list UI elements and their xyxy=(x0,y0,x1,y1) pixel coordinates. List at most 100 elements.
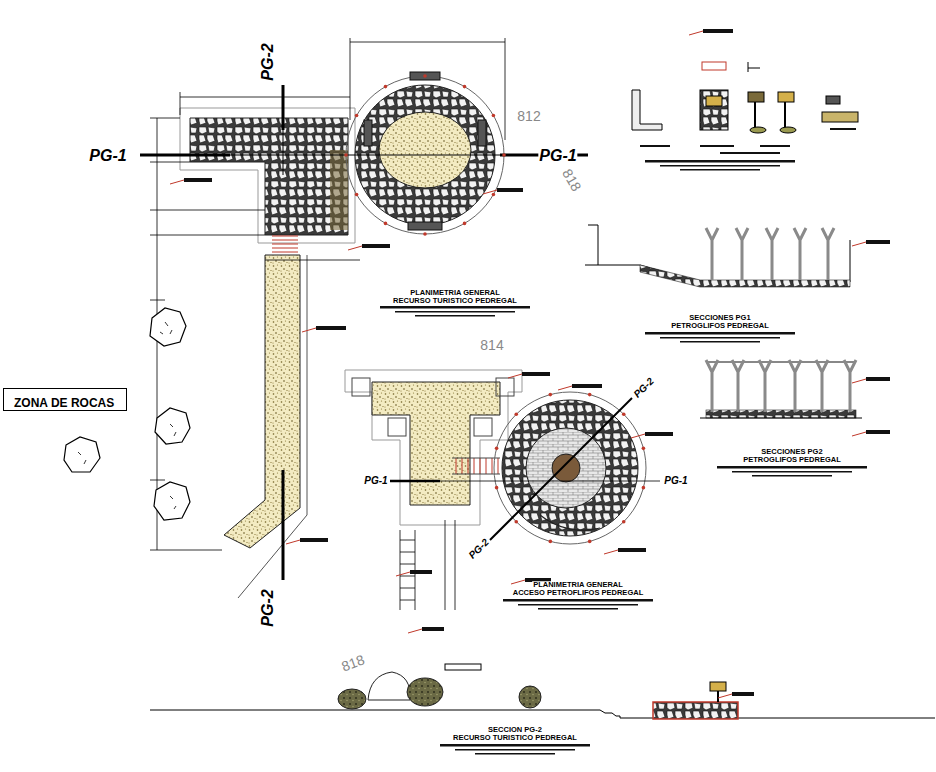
pergola-post xyxy=(706,228,718,280)
marker-dot xyxy=(642,447,646,451)
marker-dot xyxy=(588,540,592,544)
title-underline xyxy=(440,744,590,747)
pergola-post xyxy=(822,228,834,280)
note-bar xyxy=(316,326,346,330)
title-underline xyxy=(538,608,618,610)
marker-dot xyxy=(492,193,496,197)
marker-dot xyxy=(355,114,359,118)
rock-symbols xyxy=(64,308,190,520)
section-marker: PG-1 xyxy=(363,476,388,486)
title-underline xyxy=(680,341,760,343)
title-underline xyxy=(503,599,653,602)
pergola-post xyxy=(816,360,828,412)
leader-line xyxy=(689,31,703,35)
note-bar xyxy=(866,240,890,244)
note-bar xyxy=(422,627,444,631)
pergola-post xyxy=(789,360,801,412)
marker-dot xyxy=(384,85,388,89)
leader-line xyxy=(852,432,866,436)
detail-elements xyxy=(632,62,858,133)
section-marker: PG-2 xyxy=(632,376,657,401)
zone-label-box: ZONA DE ROCAS xyxy=(3,388,127,411)
marker-dot xyxy=(549,540,553,544)
elevation-number: 818 xyxy=(560,166,585,195)
pergola-posts xyxy=(706,228,834,280)
section-marker: PG-2 xyxy=(260,42,276,81)
section-marker: PG-1 xyxy=(88,148,127,164)
drawing-title: PLANIMETRIA GENERAL xyxy=(409,289,501,297)
section-ground xyxy=(150,664,935,719)
drawing-title: PETROGLIFOS PEDREGAL xyxy=(742,456,842,464)
note-bar xyxy=(866,377,890,381)
title-underline xyxy=(717,466,867,469)
leader-line xyxy=(604,550,618,554)
section-marker: PG-2 xyxy=(260,588,276,627)
leader-line xyxy=(170,180,184,184)
note-bar xyxy=(184,178,212,182)
title-underline xyxy=(645,332,795,335)
marker-dot xyxy=(423,232,427,236)
title-underline xyxy=(680,169,760,171)
marker-dot xyxy=(492,114,496,118)
section-marker: PG-1 xyxy=(663,476,688,486)
leader-line xyxy=(408,629,422,633)
marker-dot xyxy=(384,222,388,226)
detail-caption-bar xyxy=(830,128,856,130)
drawing-title: RECURSO TURISTICO PEDREGAL xyxy=(392,297,518,305)
section-marker: PG-1 xyxy=(538,148,577,164)
title-underline xyxy=(752,475,832,477)
marker-dot xyxy=(622,520,626,524)
pergola-post xyxy=(766,228,778,280)
section-marker: PG-2 xyxy=(467,537,492,562)
leader-line xyxy=(511,580,525,584)
marker-dot xyxy=(549,393,553,397)
title-underline xyxy=(415,315,495,317)
marker-dot xyxy=(495,447,499,451)
title-underline xyxy=(660,337,780,339)
section-pg2 xyxy=(700,362,862,418)
title-underline xyxy=(395,311,515,313)
note-bar xyxy=(732,692,754,696)
leader-line xyxy=(852,379,866,383)
leader-line xyxy=(348,246,362,250)
drawing-title: RECURSO TURISTICO PEDREGAL xyxy=(452,734,578,742)
leader-line xyxy=(286,540,300,544)
note-bar xyxy=(618,548,646,552)
marker-dot xyxy=(355,193,359,197)
note-bar xyxy=(410,570,432,574)
title-underline xyxy=(645,160,795,163)
section-pg1 xyxy=(585,225,850,287)
drawing-title: PLANIMETRIA GENERAL xyxy=(532,581,624,589)
pergola-post xyxy=(844,360,856,412)
leader-line xyxy=(631,434,645,438)
title-underline xyxy=(455,749,575,751)
leader-line xyxy=(852,242,866,246)
title-underline xyxy=(660,165,780,167)
note-bar xyxy=(362,244,390,248)
detail-caption-bar xyxy=(720,152,780,154)
marker-dot xyxy=(514,412,518,416)
access-plan xyxy=(345,370,660,610)
pergola-post xyxy=(794,228,806,280)
drawing-title: SECCION PG-2 xyxy=(487,726,543,734)
pergola-posts xyxy=(706,360,856,412)
detail-caption-bar xyxy=(640,145,670,147)
title-underline xyxy=(380,306,530,309)
pergola-post xyxy=(706,360,718,412)
note-bar xyxy=(703,29,733,33)
elevation-number: 818 xyxy=(339,652,368,674)
elevation-number: 814 xyxy=(479,338,504,352)
pergola-post xyxy=(736,228,748,280)
detail-caption-bar xyxy=(760,145,790,147)
marker-dot xyxy=(588,393,592,397)
pergola-post xyxy=(732,360,744,412)
leader-line xyxy=(558,386,572,390)
marker-dot xyxy=(622,412,626,416)
drawing-title: SECCIONES PG2 xyxy=(760,448,823,456)
note-bar xyxy=(572,384,602,388)
marker-dot xyxy=(463,222,467,226)
detail-caption-bar xyxy=(700,145,734,147)
